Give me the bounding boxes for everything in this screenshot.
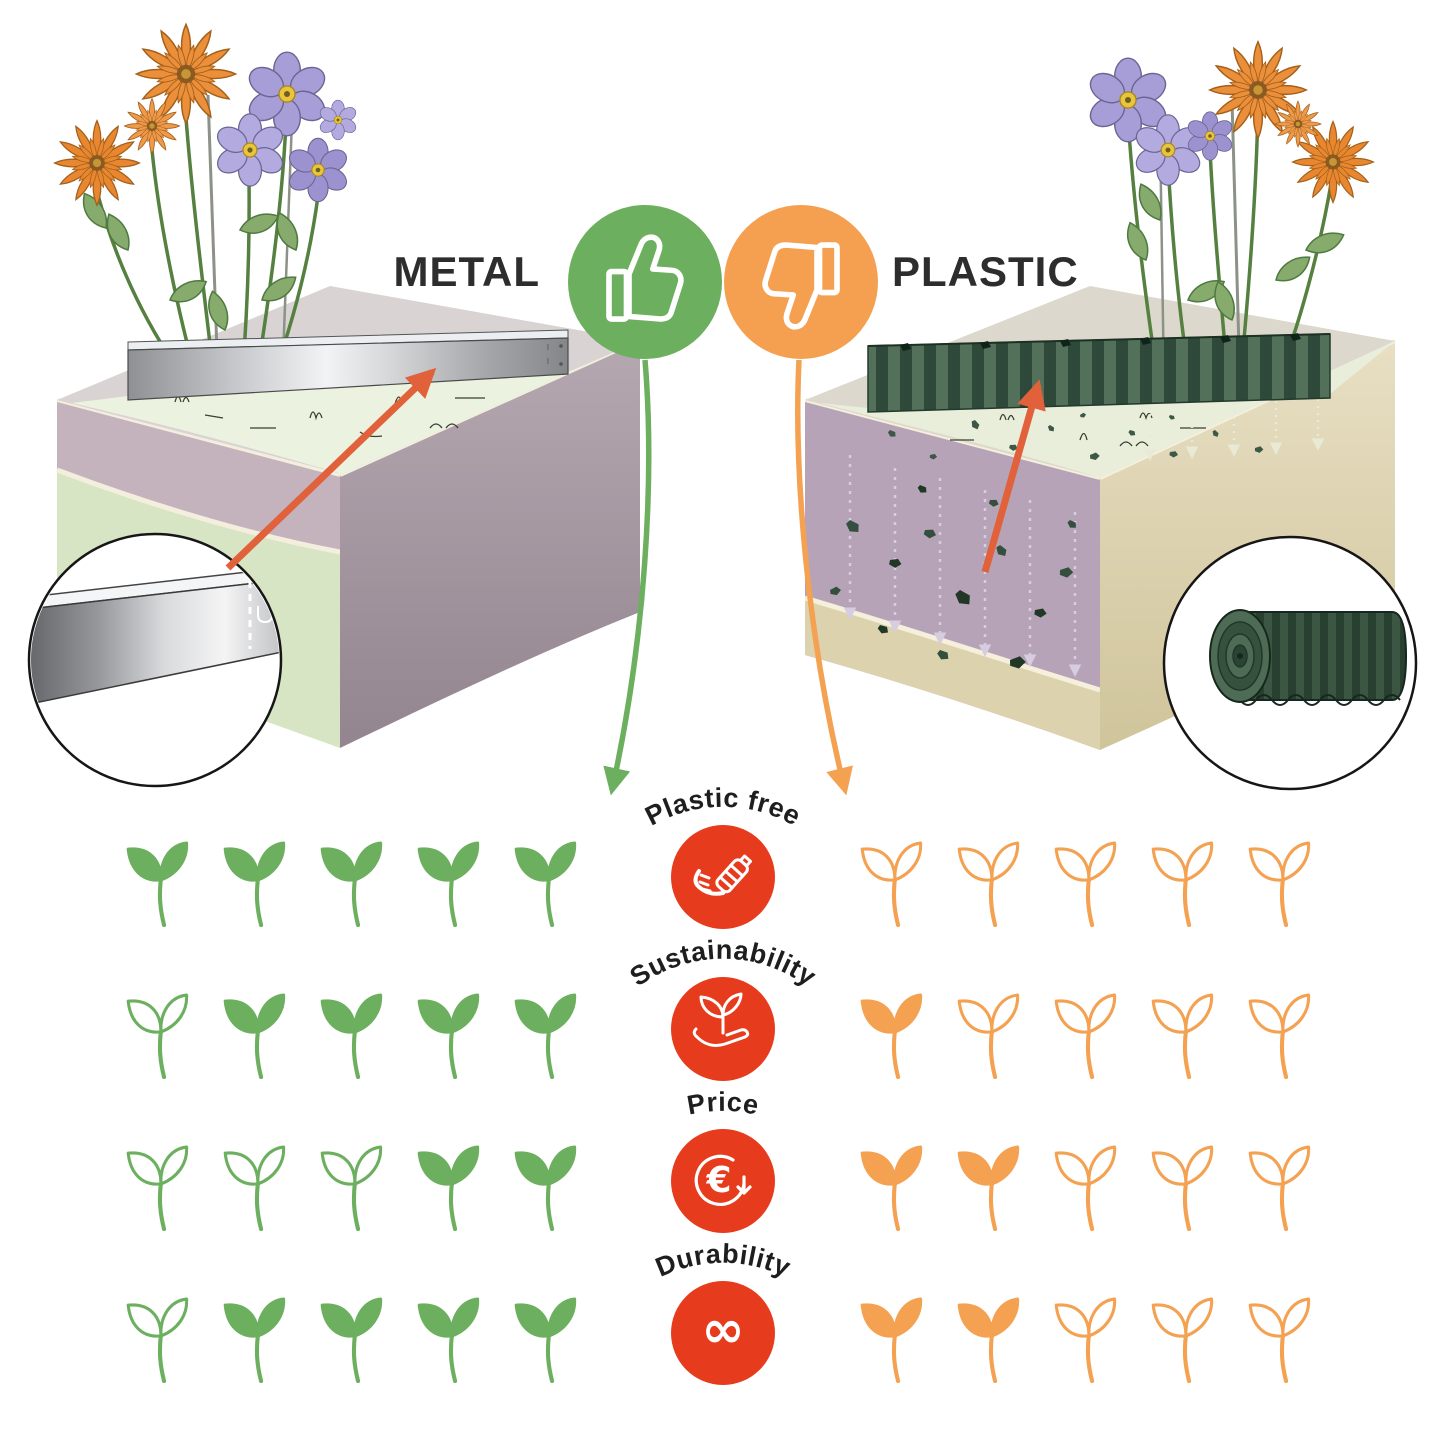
thumbs-up-badge [568,205,722,359]
leaf-icon [1054,841,1116,927]
leaf-icon [1248,993,1310,1079]
plastic-pointer-arrow [981,379,1046,573]
leaf-icon [514,1145,576,1231]
leaf-icon [417,1145,479,1231]
metal-closeup-inset [27,532,283,788]
leaf-icon [1151,1145,1213,1231]
leaf-icon [957,1145,1019,1231]
leaf-icon [514,841,576,927]
metal-label: METAL [393,248,540,295]
ratings-section: Plastic free Sustainability [0,783,1445,1393]
leaf-icon [126,993,188,1079]
thumbs-down-badge [724,205,878,359]
leaf-icon [860,993,922,1079]
category-label: Durability [651,1239,795,1283]
leaf-icon [223,841,285,927]
metal-flow-arrow [603,359,652,796]
durability-icon: ∞ [701,1300,744,1360]
category-badge: Plastic free [587,783,859,937]
svg-text:€: € [705,1160,731,1201]
leaf-icon [957,993,1019,1079]
no-plastic-icon [693,854,752,896]
leaf-icon [320,841,382,927]
leaf-icon [1248,1297,1310,1383]
price-icon: € [694,1154,752,1206]
rating-row-plastic-free: Plastic free [0,783,1445,937]
plastic-rating-leaves [859,1089,1321,1241]
plastic-roll-inset [1162,535,1418,791]
metal-rating-leaves [125,785,587,937]
leaf-icon [417,841,479,927]
plastic-flow-arrow [795,359,854,796]
category-icon-circle [670,825,775,929]
svg-text:∞: ∞ [701,1300,744,1360]
leaf-icon [1151,841,1213,927]
leaf-icon [223,1145,285,1231]
grass-marks [950,412,1206,447]
leaf-icon [320,1145,382,1231]
metal-rating-leaves [125,937,587,1089]
leaf-icon [417,993,479,1079]
metal-rating-leaves [125,1089,587,1241]
leaf-icon [126,1145,188,1231]
leaf-icon [320,1297,382,1383]
leaf-icon [417,1297,479,1383]
leaf-icon [514,1297,576,1383]
leaching-arrows-lawn [1143,392,1325,461]
leaf-icon [860,841,922,927]
leaf-icon [1054,993,1116,1079]
metal-rating-leaves [125,1241,587,1393]
purple-flower [284,137,352,203]
plastic-rating-leaves [859,785,1321,937]
leaf-icon [320,993,382,1079]
leaf-icon [1054,1297,1116,1383]
leaf-icon [126,841,188,927]
category-label: Price [684,1087,761,1121]
category-label: Plastic free [640,783,805,832]
plastic-rating-leaves [859,1241,1321,1393]
leaf-icon [1248,1145,1310,1231]
leaf-icon [1054,1145,1116,1231]
category-badge: Durability ∞ [587,1239,859,1393]
leaf-icon [1151,1297,1213,1383]
metal-pointer-arrow [225,367,437,571]
leaf-icon [126,1297,188,1383]
leaf-icon [223,993,285,1079]
category-badge: Price € [587,1087,859,1241]
metal-edging-strip [127,329,569,401]
category-icon-circle [670,1281,775,1385]
rating-row-sustainability: Sustainability [0,935,1445,1089]
rating-row-durability: Durability ∞ [0,1239,1445,1393]
leaf-icon [860,1297,922,1383]
plastic-label: PLASTIC [892,248,1079,295]
leaf-icon [957,1297,1019,1383]
leaf-icon [223,1297,285,1383]
leaf-icon [957,841,1019,927]
leaf-icon [1151,993,1213,1079]
plastic-edging-strip [867,333,1331,413]
orange-flower [55,121,140,206]
leaf-icon [860,1145,922,1231]
rating-row-price: Price € [0,1087,1445,1241]
leaf-icon [514,993,576,1079]
category-icon-circle [670,1129,775,1233]
leaf-icon [1248,841,1310,927]
sustainability-icon [692,992,749,1047]
category-badge: Sustainability [587,935,859,1089]
plastic-rating-leaves [859,937,1321,1089]
